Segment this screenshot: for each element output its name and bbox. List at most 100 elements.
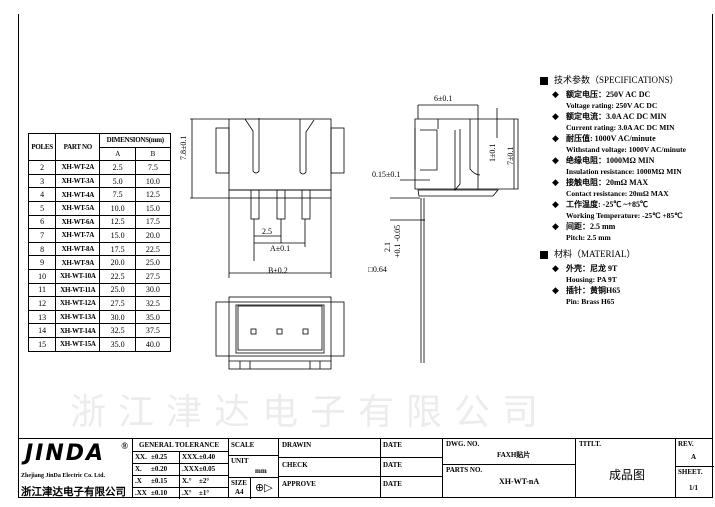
spec-en: Pin: Brass H65 bbox=[566, 297, 615, 306]
tolerance-cell: ±0.15 bbox=[151, 477, 168, 485]
sheet-label: SHEET. bbox=[678, 468, 703, 476]
diamond-bullet-icon: ◆ bbox=[552, 177, 559, 187]
material-title: 材料（MATERIAL） bbox=[554, 249, 636, 259]
diamond-bullet-icon: ◆ bbox=[552, 199, 559, 209]
spec-cn: 绝缘电阻：1000MΩ MIN bbox=[566, 156, 655, 165]
rev-value: A bbox=[691, 453, 697, 461]
tolerance-cell: ±0.25 bbox=[151, 453, 168, 461]
spec-item: ◆ 额定电流：3.0A AC DC MIN Current rating: 3.0A… bbox=[540, 111, 710, 133]
spec-item: ◆ 接触电阻：20mΩ MAX Contact resistance: 20mΩ M… bbox=[540, 177, 710, 199]
registered-icon: ® bbox=[121, 441, 128, 451]
spec-en: Voltage rating: 250V AC DC bbox=[566, 101, 658, 110]
date-approve: DATE bbox=[383, 480, 402, 488]
tolerance-title: GENERAL TOLERANCE bbox=[139, 441, 220, 449]
specs-title: 技术参数（SPECIFICATIONS） bbox=[554, 75, 679, 85]
spec-en: Current rating: 3.0A AC DC MIN bbox=[566, 123, 675, 132]
tolerance-cell: ±0.05 bbox=[199, 465, 216, 473]
drawing-frame bbox=[18, 14, 713, 498]
dwg-no-value: FAXH贴片 bbox=[497, 451, 531, 459]
spec-cn: 外壳：尼龙 9T bbox=[566, 264, 618, 273]
watermark: 浙江津达电子有限公司 bbox=[70, 392, 551, 433]
square-bullet-icon bbox=[540, 250, 548, 259]
spec-en: Withstand voltage: 1000V AC/minute bbox=[566, 145, 686, 154]
tolerance-cell: ±2° bbox=[199, 477, 210, 485]
size-label: SIZE bbox=[231, 479, 247, 487]
spec-item: ◆ 绝缘电阻：1000MΩ MIN Insulation resistance: 1… bbox=[540, 155, 710, 177]
technical-drawing: 7.8±0.1 2.5 A±0.1 B±0.2 6±0.1 1±0.1 7±0.… bbox=[179, 94, 519, 370]
dim-b-cell: 40.0 bbox=[134, 336, 172, 352]
drawn-label: DRAWIN bbox=[282, 441, 312, 449]
diamond-bullet-icon: ◆ bbox=[552, 285, 559, 295]
sheet-value: 1/1 bbox=[689, 484, 698, 492]
dim-a: A±0.1 bbox=[270, 244, 290, 253]
spec-item: ◆ 工作温度: -25℃ ~+85℃ Working Temperature: -2… bbox=[540, 199, 710, 221]
spec-en: Insulation resistance: 1000MΩ MIN bbox=[566, 167, 682, 176]
diamond-bullet-icon: ◆ bbox=[552, 221, 559, 231]
tolerance-cell: .XXX bbox=[182, 465, 199, 473]
poles-cell: 15 bbox=[27, 336, 57, 352]
logo-cell: JINDA ® Zhejiang JinDa Electric Co. Ltd.… bbox=[19, 439, 133, 498]
spec-cn: 工作温度: -25℃ ~+85℃ bbox=[566, 200, 649, 209]
projection-symbol-icon: ⊕▷ bbox=[255, 482, 273, 494]
dim-h7: 7±0.1 bbox=[506, 147, 515, 165]
tolerance-cell: .X bbox=[135, 477, 142, 485]
front-view: 7.8±0.1 2.5 A±0.1 B±0.2 bbox=[179, 118, 345, 370]
spec-cn: 插针：黄铜H65 bbox=[566, 286, 621, 295]
spec-en: Contact resistance: 20mΩ MAX bbox=[566, 189, 669, 198]
dim-pin-tol: +0.1 -0.05 bbox=[393, 225, 402, 258]
tolerance-cell: .XX bbox=[135, 489, 147, 497]
rev-label: REV. bbox=[678, 440, 694, 448]
header-poles: POLES bbox=[27, 132, 57, 162]
dim-b-cell: 10.0 bbox=[134, 173, 172, 189]
dim-b-cell: 25.0 bbox=[134, 255, 172, 270]
size-value: A4 bbox=[235, 488, 244, 496]
unit-label: UNIT bbox=[231, 457, 249, 465]
scale-label: SCALE bbox=[231, 441, 255, 449]
tolerance-cell: ±0.20 bbox=[151, 465, 168, 473]
dim-pin-len: 2.1 bbox=[383, 242, 392, 252]
company-cn: 浙江津达电子有限公司 bbox=[21, 486, 126, 498]
approve-label: APPROVE bbox=[282, 480, 316, 488]
parts-no-label: PARTS NO. bbox=[446, 466, 483, 474]
diamond-bullet-icon: ◆ bbox=[552, 155, 559, 165]
diamond-bullet-icon: ◆ bbox=[552, 111, 559, 121]
spec-en: Housing: PA 9T bbox=[566, 275, 617, 284]
parts-no-value: XH-WT-nA bbox=[499, 477, 540, 486]
spec-cn: 耐压值: 1000V AC/minute bbox=[566, 134, 656, 143]
tolerance-cell: XXX. bbox=[182, 453, 199, 461]
company-logo: JINDA bbox=[25, 441, 106, 466]
dim-h1: 1±0.1 bbox=[488, 144, 497, 162]
side-view: 6±0.1 1±0.1 7±0.1 0.15±0.1 2.1 +0.1 -0.0… bbox=[368, 94, 519, 363]
tolerance-cell: ±0.10 bbox=[151, 489, 168, 497]
poles-cell: 12 bbox=[27, 296, 57, 311]
title-block: JINDA ® Zhejiang JinDa Electric Co. Ltd.… bbox=[18, 438, 714, 499]
tolerance-cell: ±1° bbox=[199, 489, 210, 497]
spec-en: Pitch: 2.5 mm bbox=[566, 233, 611, 242]
diamond-bullet-icon: ◆ bbox=[552, 133, 559, 143]
unit-value: mm bbox=[255, 467, 267, 475]
date-check: DATE bbox=[383, 461, 402, 469]
spec-cn: 额定电流：3.0A AC DC MIN bbox=[566, 112, 667, 121]
dim-width: 6±0.1 bbox=[434, 94, 452, 103]
spec-cn: 接触电阻：20mΩ MAX bbox=[566, 178, 649, 187]
tolerance-cell: X.° bbox=[182, 477, 192, 485]
spec-item: ◆ 间距：2.5 mm Pitch: 2.5 mm bbox=[540, 221, 710, 243]
check-label: CHECK bbox=[282, 461, 308, 469]
header-part-no: PART NO bbox=[55, 132, 101, 162]
title-value: 成品图 bbox=[609, 468, 646, 482]
dim-b: B±0.2 bbox=[268, 266, 288, 275]
spec-en: Working Temperature: -25℃ +85℃ bbox=[566, 211, 683, 220]
spec-cn: 间距：2.5 mm bbox=[566, 222, 616, 231]
diamond-bullet-icon: ◆ bbox=[552, 89, 559, 99]
